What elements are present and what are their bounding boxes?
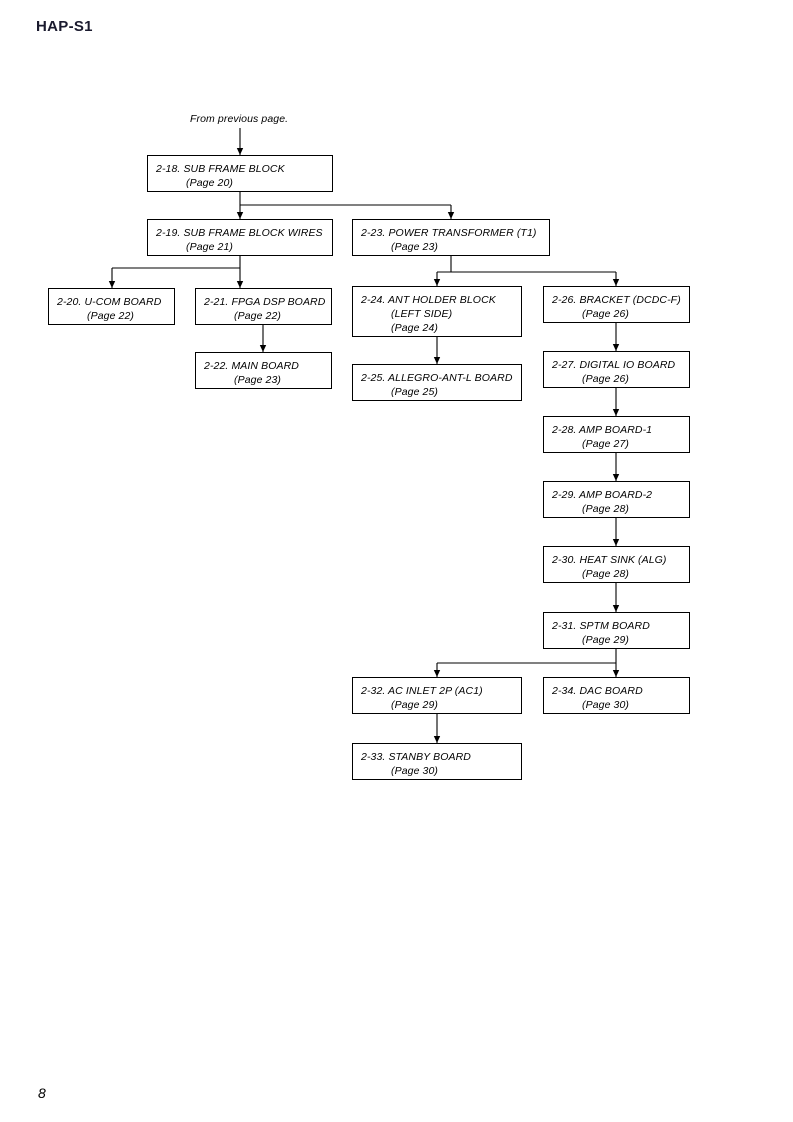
flow-node-page-ref: (Page 22)	[234, 310, 282, 322]
flow-node-title: 2-32. AC INLET 2P (AC1)	[361, 685, 483, 697]
flow-node-page-ref: (Page 28)	[582, 503, 630, 515]
flow-node-title: 2-27. DIGITAL IO BOARD	[552, 359, 676, 371]
flow-node-2-28[interactable]: 2-28. AMP BOARD-1 (Page 27)	[543, 416, 690, 453]
arrow-2-32-to-2-33	[433, 714, 441, 743]
flow-node-page-ref: (Page 21)	[186, 241, 234, 253]
flow-node-page-ref: (Page 26)	[582, 373, 630, 385]
from-previous-page-label: From previous page.	[190, 113, 289, 125]
flow-node-title: 2-19. SUB FRAME BLOCK WIRES	[156, 227, 323, 239]
flow-node-title: 2-23. POWER TRANSFORMER (T1)	[361, 227, 537, 239]
flow-node-page-ref: (Page 29)	[391, 699, 439, 711]
flow-node-2-23[interactable]: 2-23. POWER TRANSFORMER (T1) (Page 23)	[352, 219, 550, 256]
arrow-2-26-to-2-27	[612, 323, 620, 351]
flow-node-2-26[interactable]: 2-26. BRACKET (DCDC-F) (Page 26)	[543, 286, 690, 323]
flow-node-2-32[interactable]: 2-32. AC INLET 2P (AC1) (Page 29)	[352, 677, 522, 714]
flow-node-2-20[interactable]: 2-20. U-COM BOARD (Page 22)	[48, 288, 175, 325]
arrow-2-30-to-2-31	[612, 583, 620, 612]
flow-node-2-31[interactable]: 2-31. SPTM BOARD (Page 29)	[543, 612, 690, 649]
split-2-31-to-2-32-and-2-34	[433, 649, 620, 677]
flow-node-page-ref: (Page 24)	[391, 322, 439, 334]
flow-node-2-24[interactable]: 2-24. ANT HOLDER BLOCK (LEFT SIDE) (Page 2…	[352, 286, 522, 337]
flow-node-2-25[interactable]: 2-25. ALLEGRO-ANT-L BOARD (Page 25)	[352, 364, 522, 401]
flow-node-page-ref: (Page 25)	[391, 386, 439, 398]
arrow-2-24-to-2-25	[433, 337, 441, 364]
entry-arrow-to-2-18	[236, 128, 244, 155]
flow-node-2-29[interactable]: 2-29. AMP BOARD-2 (Page 28)	[543, 481, 690, 518]
flow-node-page-ref: (Page 20)	[186, 177, 234, 189]
flow-node-page-ref: (Page 22)	[87, 310, 135, 322]
flow-node-page-ref: (Page 23)	[391, 241, 439, 253]
flow-node-page-ref: (Page 26)	[582, 308, 630, 320]
flow-node-title: 2-22. MAIN BOARD	[204, 360, 299, 372]
flow-node-2-18[interactable]: 2-18. SUB FRAME BLOCK (Page 20)	[147, 155, 333, 192]
flow-node-title: 2-21. FPGA DSP BOARD	[204, 296, 326, 308]
flow-node-page-ref: (Page 28)	[582, 568, 630, 580]
flow-node-title: 2-34. DAC BOARD	[552, 685, 643, 697]
page-number: 8	[38, 1085, 46, 1101]
flow-node-title: 2-25. ALLEGRO-ANT-L BOARD	[361, 372, 513, 384]
flow-node-page-ref: (Page 27)	[582, 438, 630, 450]
split-2-19-to-2-20-and-2-21	[108, 256, 244, 288]
flow-node-2-22[interactable]: 2-22. MAIN BOARD (Page 23)	[195, 352, 332, 389]
page-title: HAP-S1	[36, 18, 93, 35]
flow-node-title: 2-20. U-COM BOARD	[57, 296, 162, 308]
flow-node-2-27[interactable]: 2-27. DIGITAL IO BOARD (Page 26)	[543, 351, 690, 388]
flow-node-title: 2-31. SPTM BOARD	[552, 620, 650, 632]
flow-node-page-ref: (Page 30)	[391, 765, 439, 777]
flow-node-title: 2-28. AMP BOARD-1	[552, 424, 653, 436]
flow-node-2-34[interactable]: 2-34. DAC BOARD (Page 30)	[543, 677, 690, 714]
flow-node-2-33[interactable]: 2-33. STANBY BOARD (Page 30)	[352, 743, 522, 780]
split-2-18-to-2-19-and-2-23	[236, 192, 455, 219]
flow-node-title: 2-18. SUB FRAME BLOCK	[156, 163, 285, 175]
flow-node-2-19[interactable]: 2-19. SUB FRAME BLOCK WIRES (Page 21)	[147, 219, 333, 256]
flow-node-page-ref: (Page 29)	[582, 634, 630, 646]
flow-node-subtitle: (LEFT SIDE)	[391, 308, 453, 320]
flow-node-title: 2-29. AMP BOARD-2	[552, 489, 653, 501]
flow-node-page-ref: (Page 30)	[582, 699, 630, 711]
flow-node-2-30[interactable]: 2-30. HEAT SINK (ALG) (Page 28)	[543, 546, 690, 583]
arrow-2-28-to-2-29	[612, 453, 620, 481]
arrow-2-21-to-2-22	[259, 325, 267, 352]
flow-node-2-21[interactable]: 2-21. FPGA DSP BOARD (Page 22)	[195, 288, 332, 325]
split-2-23-to-2-24-and-2-26	[433, 256, 620, 286]
flow-node-title: 2-33. STANBY BOARD	[361, 751, 471, 763]
arrow-2-27-to-2-28	[612, 388, 620, 416]
flow-node-title: 2-26. BRACKET (DCDC-F)	[552, 294, 681, 306]
flow-node-page-ref: (Page 23)	[234, 374, 282, 386]
arrow-2-29-to-2-30	[612, 518, 620, 546]
flow-node-title: 2-30. HEAT SINK (ALG)	[552, 554, 667, 566]
flow-node-title: 2-24. ANT HOLDER BLOCK	[361, 294, 496, 306]
